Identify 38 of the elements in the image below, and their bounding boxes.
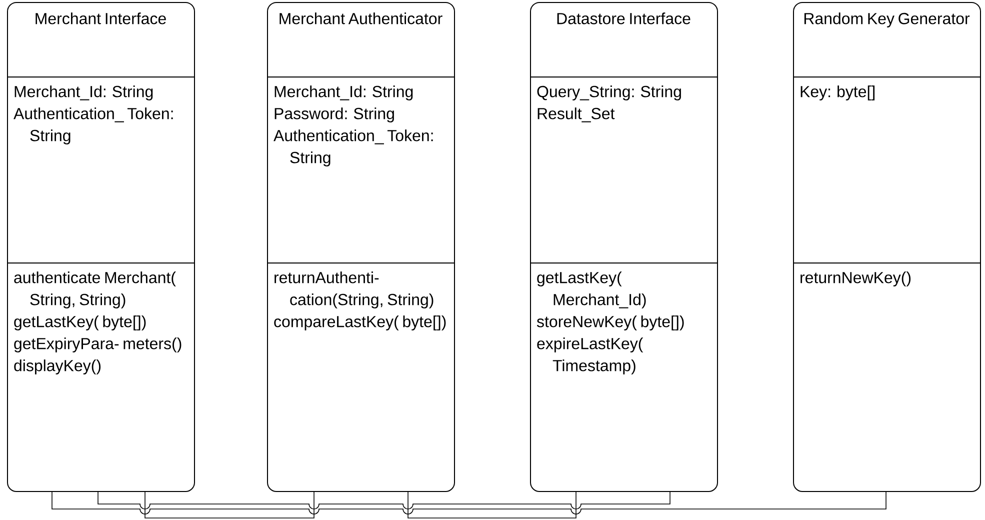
class-name: Merchant Interface <box>36 12 166 24</box>
member-text: authenticate Merchant( String, String) <box>14 272 176 308</box>
connector <box>52 492 886 514</box>
compartment <box>266 262 454 330</box>
member-text: displayKey() <box>14 360 101 374</box>
member-text: Authentication_ Token: String <box>14 108 173 144</box>
class-name: Merchant Authenticator <box>280 12 442 24</box>
member-text: returnAuthenti- cation(String, String) <box>274 272 434 308</box>
compartment <box>530 76 718 122</box>
member-text: storeNewKey( byte[]) <box>536 316 684 330</box>
member-text: getExpiryPara- meters() <box>14 338 182 352</box>
compartment <box>266 76 454 166</box>
member-text: compareLastKey( byte[]) <box>274 316 446 330</box>
connector <box>98 492 670 510</box>
compartment <box>530 262 718 374</box>
connector <box>144 492 314 518</box>
member-text: Result_Set <box>538 108 615 122</box>
class-box <box>793 2 981 492</box>
member-text: Key: byte[] <box>800 86 875 100</box>
class-box <box>267 2 455 492</box>
member-text: getLastKey( Merchant_Id) <box>537 272 646 308</box>
compartment <box>792 262 980 286</box>
member-text: Password: String <box>274 108 394 122</box>
member-text: expireLastKey( Timestamp) <box>537 338 644 374</box>
class-name: Random Key Generator <box>804 12 970 28</box>
class-box <box>7 2 195 492</box>
connector <box>408 492 576 518</box>
compartment <box>792 76 980 100</box>
member-text: Query_String: String <box>537 86 681 100</box>
member-text: Authentication_ Token: String <box>274 130 433 166</box>
class-box <box>530 2 718 492</box>
member-text: Merchant_Id: String <box>274 86 413 100</box>
member-text: getLastKey( byte[]) <box>14 316 146 330</box>
member-text: returnNewKey() <box>800 272 911 286</box>
class-name: Datastore Interface <box>557 12 690 24</box>
compartment <box>6 76 194 144</box>
member-text: Merchant_Id: String <box>14 86 153 100</box>
compartment <box>6 262 194 374</box>
